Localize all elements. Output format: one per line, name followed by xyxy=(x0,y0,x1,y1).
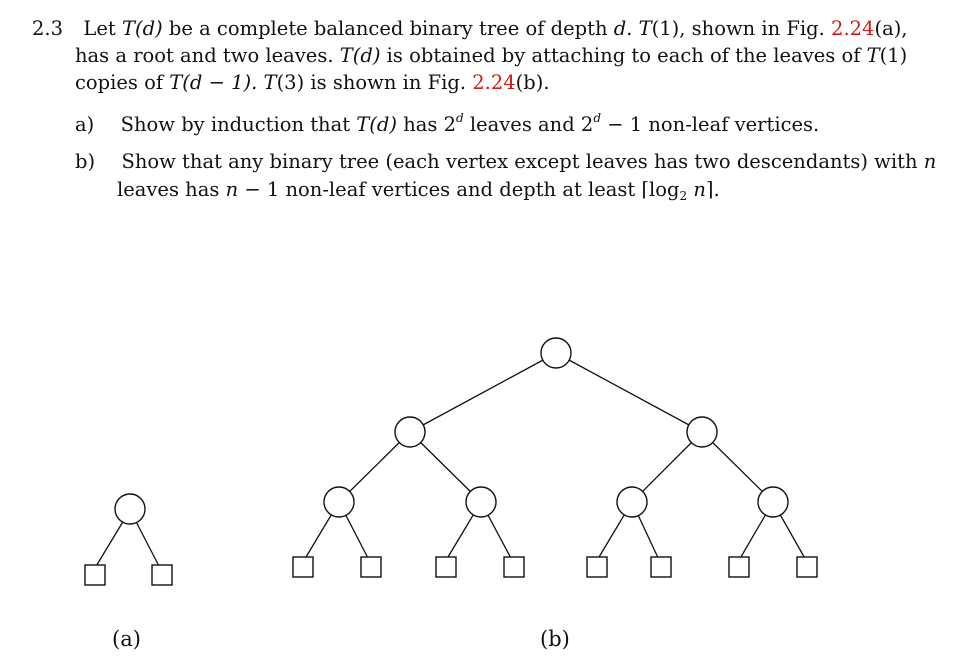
edge xyxy=(631,431,703,503)
part-text: leaves and 2 xyxy=(463,113,594,136)
math-n: n xyxy=(693,178,706,201)
intro-text: (b). xyxy=(515,71,550,94)
math-d: d xyxy=(456,111,464,125)
figure-link[interactable]: 2.24 xyxy=(831,17,875,40)
intro-text: be a complete balanced binary tree of de… xyxy=(162,17,614,40)
tree-leaf xyxy=(650,556,672,578)
intro-text: has a root and two leaves. xyxy=(75,44,340,67)
tree-node xyxy=(757,486,789,518)
intro-text: (a), xyxy=(874,17,908,40)
part-a: a) Show by induction that T(d) has 2d le… xyxy=(75,110,819,140)
intro-line-3: copies of T(d − 1). T(3) is shown in Fig… xyxy=(75,68,550,98)
part-text: − 1 non-leaf vertices and depth at least… xyxy=(238,178,680,201)
tree-a xyxy=(84,493,173,586)
intro-text: (1) xyxy=(879,44,908,67)
tree-leaf xyxy=(586,556,608,578)
math-Td: T(d) xyxy=(356,113,397,136)
figure-caption-b: (b) xyxy=(540,627,570,651)
tree-node xyxy=(394,416,426,448)
tree-leaf xyxy=(796,556,818,578)
tree-node xyxy=(616,486,648,518)
tree-leaf xyxy=(728,556,750,578)
math-Td: T(d) xyxy=(121,17,163,40)
tree-leaf xyxy=(360,556,382,578)
math-n: n xyxy=(923,150,937,173)
part-text: Show that any binary tree (each vertex e… xyxy=(121,150,924,173)
tree-node-root xyxy=(540,337,572,369)
part-b: b) Show that any binary tree (each verte… xyxy=(75,147,936,177)
part-text: − 1 non-leaf vertices. xyxy=(601,113,820,136)
part-text: has 2 xyxy=(397,113,456,136)
tree-node xyxy=(465,486,497,518)
edge xyxy=(555,352,703,433)
intro-text: Let xyxy=(83,17,122,40)
math-n: n xyxy=(225,178,239,201)
part-b-line-2: leaves has n − 1 non-leaf vertices and d… xyxy=(117,175,720,205)
tree-node-root xyxy=(114,493,146,525)
edge xyxy=(338,431,411,503)
math-d: d xyxy=(593,111,602,125)
tree-leaf xyxy=(435,556,457,578)
figure-link[interactable]: 2.24 xyxy=(472,71,516,94)
intro-text: (1), shown in Fig. xyxy=(651,17,832,40)
edge xyxy=(409,431,482,503)
part-text: Show by induction that xyxy=(120,113,357,136)
tree-node xyxy=(686,416,718,448)
intro-text: is obtained by attaching to each of the … xyxy=(380,44,867,67)
math-d: d. xyxy=(613,17,633,40)
math-T: T xyxy=(866,44,880,67)
tree-node xyxy=(323,486,355,518)
tree-leaf xyxy=(292,556,314,578)
intro-line-1: 2.3 Let T(d) be a complete balanced bina… xyxy=(32,14,908,44)
problem-number: 2.3 xyxy=(32,17,64,40)
intro-text: copies of xyxy=(75,71,170,94)
part-label: b) xyxy=(75,150,96,173)
tree-leaf xyxy=(151,564,173,586)
tree-leaf xyxy=(503,556,525,578)
tree-b xyxy=(292,337,818,578)
figure-caption-a: (a) xyxy=(112,627,141,651)
part-text: leaves has xyxy=(117,178,226,201)
part-label: a) xyxy=(75,113,95,136)
intro-line-2: has a root and two leaves. T(d) is obtai… xyxy=(75,41,907,71)
intro-text: (3) is shown in Fig. xyxy=(276,71,473,94)
edge xyxy=(701,431,774,503)
part-text: ⌉. xyxy=(705,178,720,201)
tree-leaf xyxy=(84,564,106,586)
math-Td: T(d) xyxy=(339,44,381,67)
math-T: T xyxy=(263,71,277,94)
edge xyxy=(409,352,557,433)
math-subscript: 2 xyxy=(679,189,688,203)
math-Tdminus1: T(d − 1). xyxy=(169,71,258,94)
math-T: T xyxy=(638,17,652,40)
